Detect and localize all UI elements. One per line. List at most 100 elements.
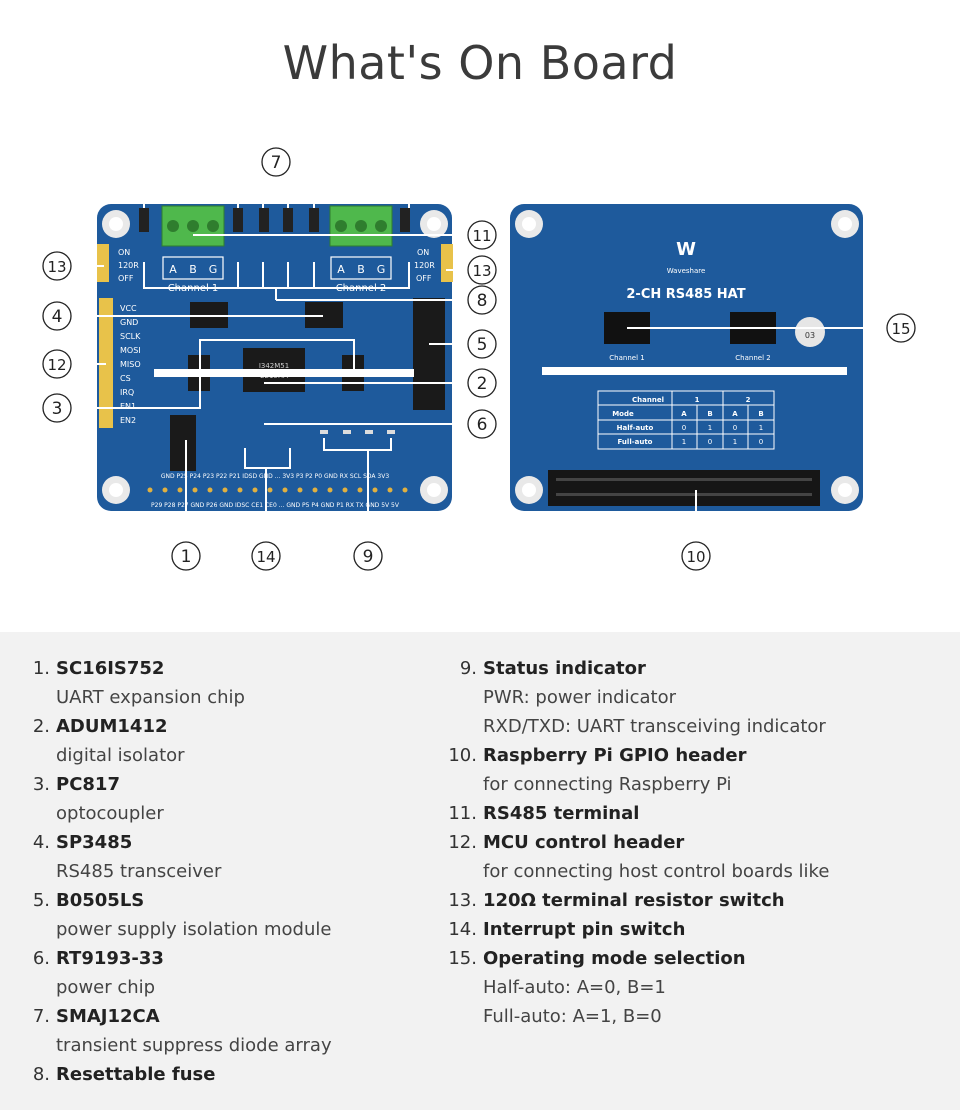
svg-text:0: 0: [682, 424, 686, 432]
svg-text:12: 12: [47, 356, 66, 374]
svg-text:Channel: Channel: [632, 396, 664, 404]
board-back: W Waveshare 2-CH RS485 HAT Channel 1 Cha…: [510, 204, 863, 511]
callout-14: 14: [251, 541, 281, 571]
mounting-hole-icon: [515, 210, 859, 504]
isolation-slot: [154, 369, 414, 377]
svg-text:W: W: [676, 239, 696, 260]
brand-label: Waveshare: [667, 267, 706, 275]
svg-text:9: 9: [363, 547, 374, 567]
channel-1-label: Channel 1: [609, 354, 644, 362]
waveshare-logo-icon: W: [676, 239, 696, 260]
status-led-icon: [320, 430, 395, 434]
gpio-bottom-labels: P29 P28 P27 GND P26 GND IDSC CE1 CE0 ...…: [151, 502, 400, 509]
mcu-pin-labels: VCC GND SCLK MOSI MISO CS IRQ EN1 EN2: [120, 304, 141, 425]
qc-stamp: [795, 317, 825, 347]
resistor-switch-icon: [97, 244, 453, 282]
callout-3: 3: [42, 393, 72, 423]
svg-text:1: 1: [181, 547, 192, 567]
svg-text:15: 15: [891, 320, 910, 338]
gpio-pin-holes: [147, 487, 408, 493]
callout-4: 4: [42, 301, 72, 331]
svg-text:13: 13: [47, 258, 66, 276]
svg-text:0: 0: [759, 438, 763, 446]
terminal-label-a: A: [337, 263, 345, 276]
switch-label-off: OFF: [118, 274, 134, 283]
gpio-header: [548, 470, 820, 506]
svg-text:14: 14: [256, 548, 275, 566]
svg-text:7: 7: [271, 153, 282, 173]
legend-item: 8.Resettable fuse: [32, 1064, 216, 1085]
b0505ls-module: [413, 298, 445, 410]
legend-item: 13.120Ω terminal resistor switch: [448, 890, 785, 911]
svg-text:6: 6: [477, 415, 488, 435]
svg-text:5: 5: [477, 335, 488, 355]
callout-5: 5: [467, 329, 497, 359]
svg-text:MOSI: MOSI: [120, 346, 141, 355]
callout-12: 12: [42, 349, 72, 379]
svg-text:2: 2: [477, 374, 488, 394]
terminal-label-a: A: [169, 263, 177, 276]
sc16is752-chip: [170, 415, 196, 471]
svg-text:1: 1: [733, 438, 737, 446]
callout-10: 10: [681, 541, 711, 571]
isolation-slot: [542, 367, 847, 375]
callout-9: 9: [353, 541, 383, 571]
callout-13-right: 13: [467, 255, 497, 285]
board-front: A B G A B G Channel 1 Channel 2 ON 120R …: [97, 204, 453, 511]
gpio-pin-holes: [556, 478, 812, 496]
svg-text:VCC: VCC: [120, 304, 137, 313]
terminal-label-g: G: [377, 263, 386, 276]
switch-label-120r: 120R: [414, 261, 435, 270]
callout-11: 11: [467, 220, 497, 250]
callout-7: 7: [261, 147, 291, 177]
gpio-top-labels: GND P25 P24 P23 P22 P21 IDSD GND ... 3V3…: [161, 473, 390, 480]
svg-text:GND: GND: [120, 318, 138, 327]
callout-lines: [72, 176, 886, 540]
callout-bubbles: 7 11 13 13 8 4 5 12 2 3 6 1 14 9 10 15: [42, 147, 916, 571]
callout-8: 8: [467, 285, 497, 315]
model-label: 2-CH RS485 HAT: [626, 287, 745, 302]
mounting-hole-icon: [102, 210, 448, 504]
legend-item: 14.Interrupt pin switch: [448, 919, 686, 940]
svg-text:13: 13: [472, 262, 491, 280]
mode-table: Channel 1 2 Mode A B A B Half-auto 0 1 0…: [597, 390, 775, 450]
terminal-label-b: B: [189, 263, 197, 276]
svg-text:10: 10: [686, 548, 705, 566]
switch-label-on: ON: [417, 248, 429, 257]
callout-1: 1: [171, 541, 201, 571]
diode-array: [139, 208, 410, 232]
svg-text:3: 3: [52, 399, 63, 419]
switch-label-120r: 120R: [118, 261, 139, 270]
svg-text:1: 1: [708, 424, 712, 432]
svg-text:A: A: [681, 410, 687, 418]
rs485-terminal-2: [329, 205, 393, 247]
svg-text:1: 1: [759, 424, 763, 432]
page-title: What's On Board: [282, 36, 678, 90]
svg-text:Half-auto: Half-auto: [617, 424, 654, 432]
svg-text:Mode: Mode: [612, 410, 634, 418]
svg-text:Full-auto: Full-auto: [618, 438, 653, 446]
svg-text:2: 2: [746, 396, 751, 404]
svg-text:8: 8: [477, 291, 488, 311]
qc-stamp-text: 03: [805, 331, 815, 340]
svg-text:1: 1: [682, 438, 686, 446]
svg-text:EN2: EN2: [120, 416, 136, 425]
board-diagram: A B G A B G Channel 1 Channel 2 ON 120R …: [42, 147, 916, 571]
svg-text:1: 1: [695, 396, 700, 404]
svg-text:B: B: [707, 410, 712, 418]
callout-13-left: 13: [42, 251, 72, 281]
callout-15: 15: [886, 313, 916, 343]
svg-text:0: 0: [708, 438, 712, 446]
callout-2: 2: [467, 368, 497, 398]
